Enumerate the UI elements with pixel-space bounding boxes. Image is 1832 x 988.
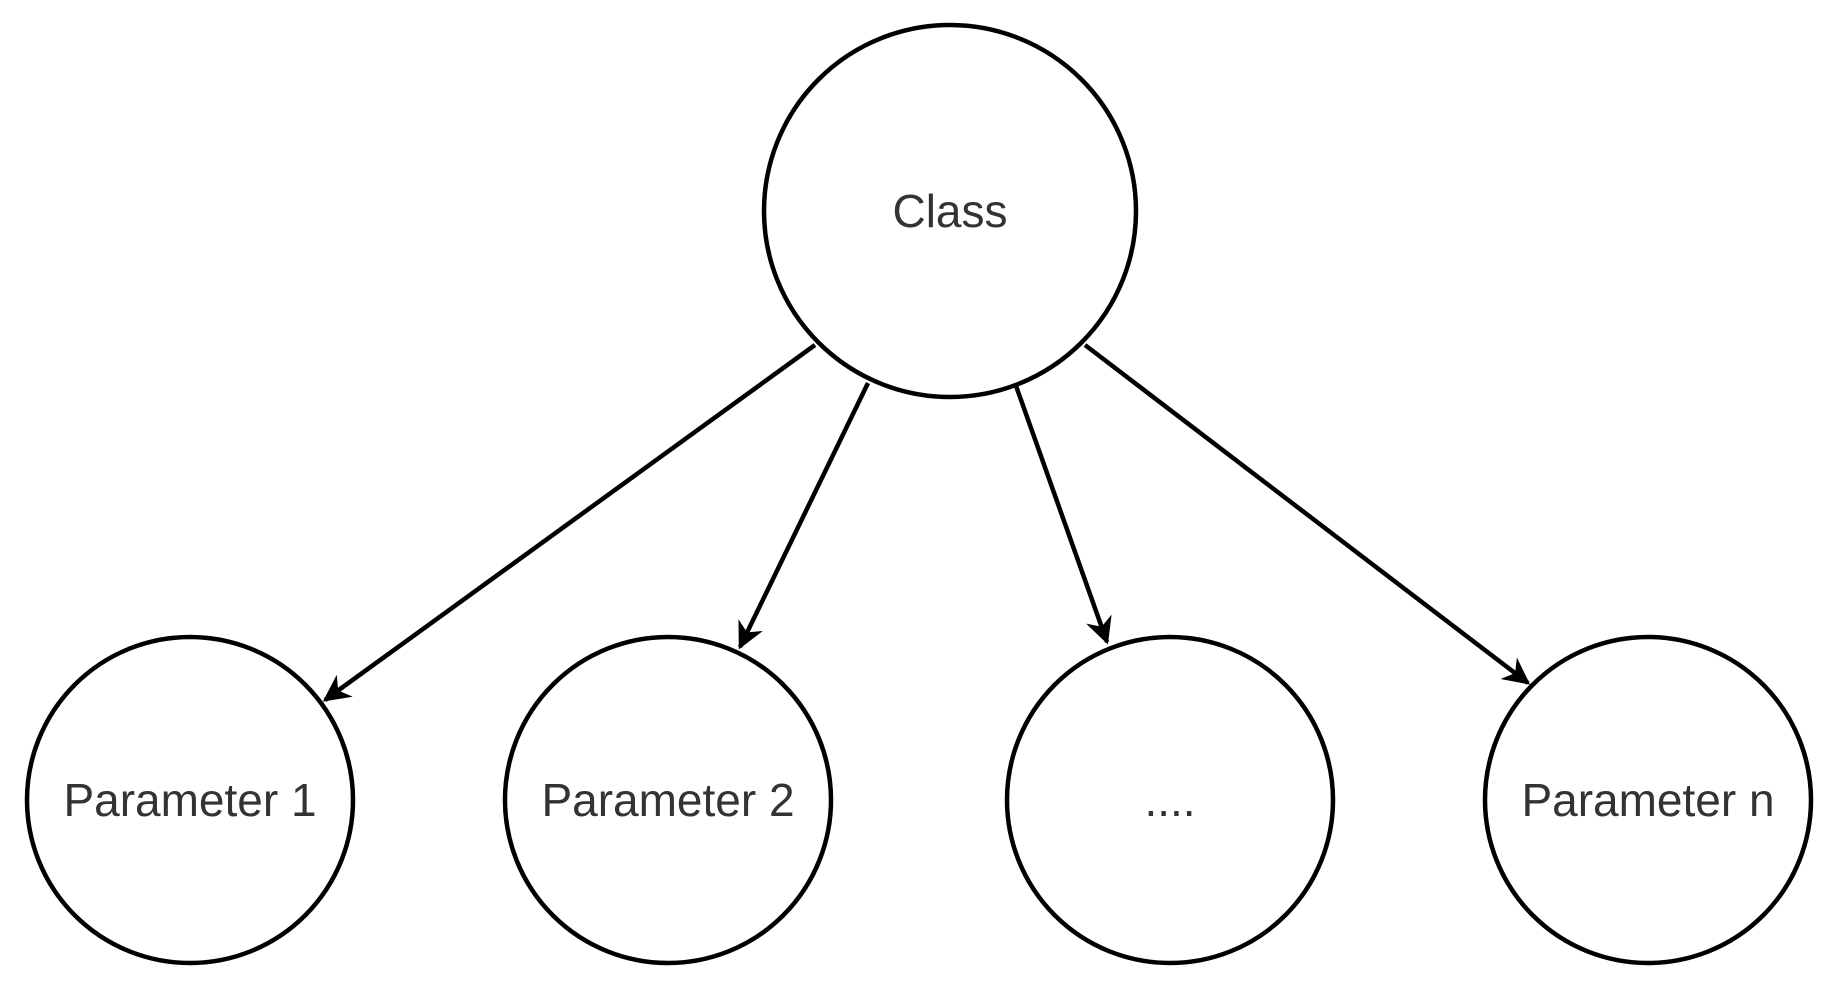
parameter-1-node: Parameter 1 <box>24 634 356 966</box>
edge-class-to-ellipsis <box>1012 382 1112 645</box>
parameter-2-label: Parameter 2 <box>541 774 794 826</box>
edge-class-to-parameter-1 <box>322 343 817 702</box>
parameter-n-label: Parameter n <box>1521 774 1774 826</box>
class-node-label: Class <box>892 185 1007 237</box>
edge-class-to-parameter-n <box>1083 343 1531 685</box>
edge-class-to-parameter-2 <box>737 382 871 650</box>
parameter-n-node: Parameter n <box>1482 634 1814 966</box>
parameter-2-node: Parameter 2 <box>502 634 834 966</box>
parameter-1-label: Parameter 1 <box>63 774 316 826</box>
ellipsis-label: .... <box>1144 774 1195 826</box>
ellipsis-node: .... <box>1004 634 1336 966</box>
class-node: Class <box>761 22 1139 400</box>
